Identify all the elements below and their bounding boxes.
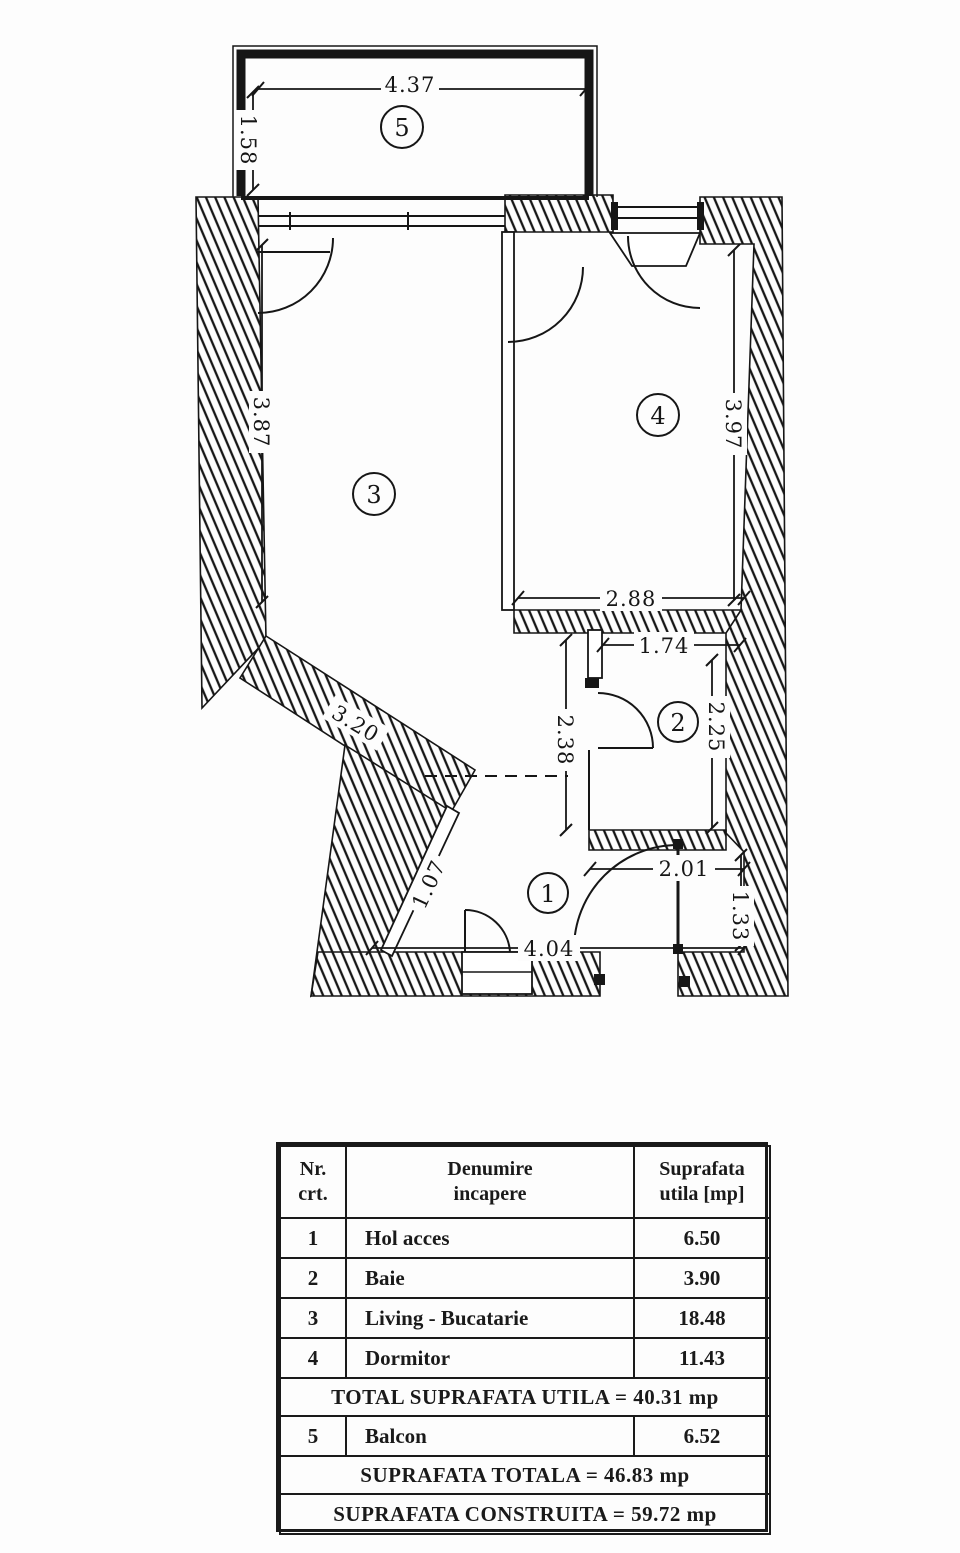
wall-living-bedroom <box>501 231 515 611</box>
total-generala-text: SUPRAFATA TOTALA = 46.83 mp <box>279 1455 771 1495</box>
table-row: 1 Hol acces 6.50 <box>279 1217 771 1259</box>
dimension-labels: 4.37 1.58 3.87 3.97 2.88 1.74 2.38 2.25 … <box>236 71 754 961</box>
bedroom-door-arc <box>507 266 584 343</box>
svg-text:2.25: 2.25 <box>704 702 728 753</box>
dim-balcony-depth: 1.58 <box>236 110 262 170</box>
table-row: 2 Baie 3.90 <box>279 1257 771 1299</box>
door-jamb-square-right <box>679 976 690 987</box>
row1-nr: 1 <box>279 1217 347 1259</box>
svg-text:2.38: 2.38 <box>553 715 577 766</box>
table-row: 4 Dormitor 11.43 <box>279 1337 771 1379</box>
svg-text:2.88: 2.88 <box>606 587 657 611</box>
svg-text:3.97: 3.97 <box>721 399 745 450</box>
wall-bedroom-bottom <box>513 609 743 634</box>
dim-bath-width: 1.74 <box>634 632 694 658</box>
table-row-balcony: 5 Balcon 6.52 <box>279 1415 771 1457</box>
row1-name: Hol acces <box>345 1217 635 1259</box>
total-generala-row: SUPRAFATA TOTALA = 46.83 mp <box>279 1455 771 1495</box>
row4-nr: 4 <box>279 1337 347 1379</box>
total-utila-text: TOTAL SUPRAFATA UTILA = 40.31 mp <box>279 1377 771 1417</box>
total-construita-text: SUPRAFATA CONSTRUITA = 59.72 mp <box>279 1493 771 1535</box>
wall-top-mid-block <box>504 194 614 233</box>
doors <box>256 235 701 953</box>
svg-text:1.33: 1.33 <box>728 891 752 942</box>
total-utila-row: TOTAL SUPRAFATA UTILA = 40.31 mp <box>279 1377 771 1417</box>
sill-door-arc <box>464 908 511 953</box>
room-label-hall: 1 <box>527 872 569 914</box>
row2-nr: 2 <box>279 1257 347 1299</box>
row3-nr: 3 <box>279 1297 347 1339</box>
window-reveal-trapezoid <box>608 232 702 267</box>
total-construita-row: SUPRAFATA CONSTRUITA = 59.72 mp <box>279 1493 771 1535</box>
dim-hall-top: 2.01 <box>653 855 715 881</box>
row5-area: 6.52 <box>633 1415 771 1457</box>
room-label-balcony: 5 <box>380 105 424 149</box>
balcony-frame-outer-line <box>232 45 598 197</box>
row4-name: Dormitor <box>345 1337 635 1379</box>
room-labels: 5 3 4 2 1 <box>352 105 699 914</box>
dim-bedroom-width: 2.88 <box>600 585 662 611</box>
bath-door-arc <box>597 692 654 749</box>
svg-text:4.37: 4.37 <box>385 73 436 97</box>
bedroom-window-door-arc <box>627 235 701 309</box>
floor-plan: 4.37 1.58 3.87 3.97 2.88 1.74 2.38 2.25 … <box>195 45 789 998</box>
svg-text:3: 3 <box>366 481 381 509</box>
svg-text:3.87: 3.87 <box>249 397 273 448</box>
svg-text:1: 1 <box>540 880 555 908</box>
entry-leaf-square-bottom <box>673 944 683 954</box>
svg-text:2: 2 <box>670 709 685 737</box>
dim-living-left: 3.87 <box>249 391 275 453</box>
row2-area: 3.90 <box>633 1257 771 1299</box>
header-nr: Nr. crt. <box>279 1145 347 1219</box>
table-header-row: Nr. crt. Denumire incapere Suprafata uti… <box>279 1145 771 1219</box>
table-row: 3 Living - Bucatarie 18.48 <box>279 1297 771 1339</box>
dim-bath-right: 2.25 <box>704 696 730 758</box>
dimension-lines <box>246 81 751 956</box>
row4-area: 11.43 <box>633 1337 771 1379</box>
windows <box>258 206 700 230</box>
svg-text:2.01: 2.01 <box>659 857 710 881</box>
row3-area: 18.48 <box>633 1297 771 1339</box>
row5-name: Balcon <box>345 1415 635 1457</box>
balcony <box>232 45 598 200</box>
svg-text:4: 4 <box>650 402 665 430</box>
dim-hall-right: 1.33 <box>728 886 754 946</box>
window-jamb-right-a <box>611 202 618 230</box>
svg-text:5: 5 <box>394 114 409 142</box>
svg-text:1.74: 1.74 <box>639 634 690 658</box>
row5-nr: 5 <box>279 1415 347 1457</box>
hatched-walls <box>195 194 789 998</box>
bath-door-hinge-block <box>585 678 599 688</box>
entry-door-arc <box>573 844 679 950</box>
header-name: Denumire incapere <box>345 1145 635 1219</box>
dim-hall-bottom: 4.04 <box>518 935 580 961</box>
room-label-bedroom: 4 <box>636 393 680 437</box>
dim-balcony-width: 4.37 <box>381 71 439 97</box>
row1-area: 6.50 <box>633 1217 771 1259</box>
living-door-arc <box>257 237 334 314</box>
wall-bath-left <box>587 629 603 679</box>
dim-bedroom-right: 3.97 <box>721 393 747 455</box>
row2-name: Baie <box>345 1257 635 1299</box>
room-label-bath: 2 <box>657 701 699 743</box>
row3-name: Living - Bucatarie <box>345 1297 635 1339</box>
header-area: Suprafata utila [mp] <box>633 1145 771 1219</box>
svg-text:4.04: 4.04 <box>524 937 575 961</box>
wall-bath-bottom <box>588 829 727 851</box>
area-table: Nr. crt. Denumire incapere Suprafata uti… <box>276 1142 771 1535</box>
room-label-living: 3 <box>352 472 396 516</box>
svg-text:1.58: 1.58 <box>236 115 260 166</box>
dim-bath-left: 2.38 <box>553 709 579 771</box>
window-jamb-right-b <box>697 202 704 230</box>
door-jamb-square-left <box>594 974 605 985</box>
